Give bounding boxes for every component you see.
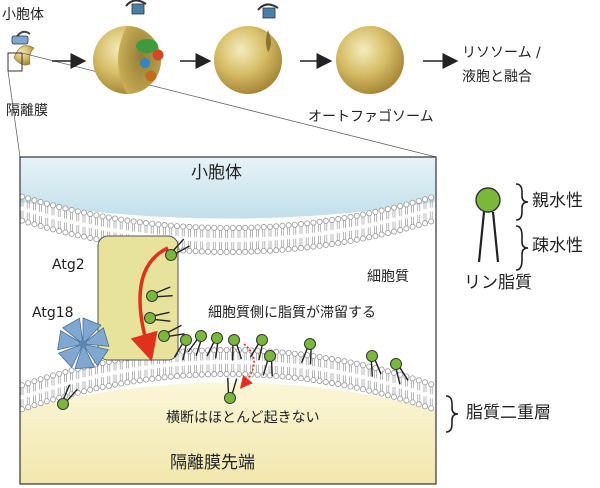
stage-phagophore — [7, 30, 437, 158]
tip-label: 隔離膜先端 — [170, 453, 255, 473]
phospholipid-label: リン脂質 — [464, 273, 532, 293]
inset-border — [19, 156, 437, 485]
bilayer-label: 脂質二重層 — [466, 403, 551, 423]
flip-flop-arrow — [239, 343, 255, 389]
bilayer-brace — [445, 395, 459, 433]
stage-autophagosome — [336, 26, 404, 94]
fusion-label-line1: リソソーム / — [462, 45, 541, 61]
stage-cup — [93, 0, 164, 94]
hydrophilic-label: 親水性 — [532, 191, 583, 211]
inset-er-label: 小胞体 — [191, 163, 242, 183]
stage-closing — [214, 3, 282, 94]
fusion-label-line2: 液胞と融合 — [462, 69, 532, 85]
lipid-transfer-arrow — [130, 246, 169, 362]
accumulation-label: 細胞質側に脂質が滞留する — [208, 305, 376, 321]
hydrophobic-tail-icon — [477, 211, 486, 263]
autophagosome-label: オートファゴソーム — [308, 109, 434, 125]
er-lumen — [20, 157, 436, 219]
inset-panel — [20, 157, 436, 484]
atg18-protein — [57, 317, 110, 370]
phagophore-label: 隔離膜 — [6, 103, 48, 119]
zoom-line-right — [21, 52, 437, 158]
flipflop-label: 横断はほとんど起きない — [166, 410, 320, 426]
er-label-top: 小胞体 — [2, 7, 44, 23]
atg18-label: Atg18 — [32, 305, 74, 321]
phagophore-tip-area — [20, 382, 436, 484]
zoom-line-left — [7, 70, 21, 158]
hydrophilic-head-icon — [475, 187, 501, 213]
hydrophilic-brace — [515, 183, 529, 221]
hydrophobic-brace — [515, 225, 529, 271]
hydrophobic-label: 疎水性 — [532, 236, 583, 256]
atg2-label: Atg2 — [52, 257, 85, 273]
legend — [445, 183, 529, 433]
cytoplasm-label: 細胞質 — [367, 269, 409, 285]
